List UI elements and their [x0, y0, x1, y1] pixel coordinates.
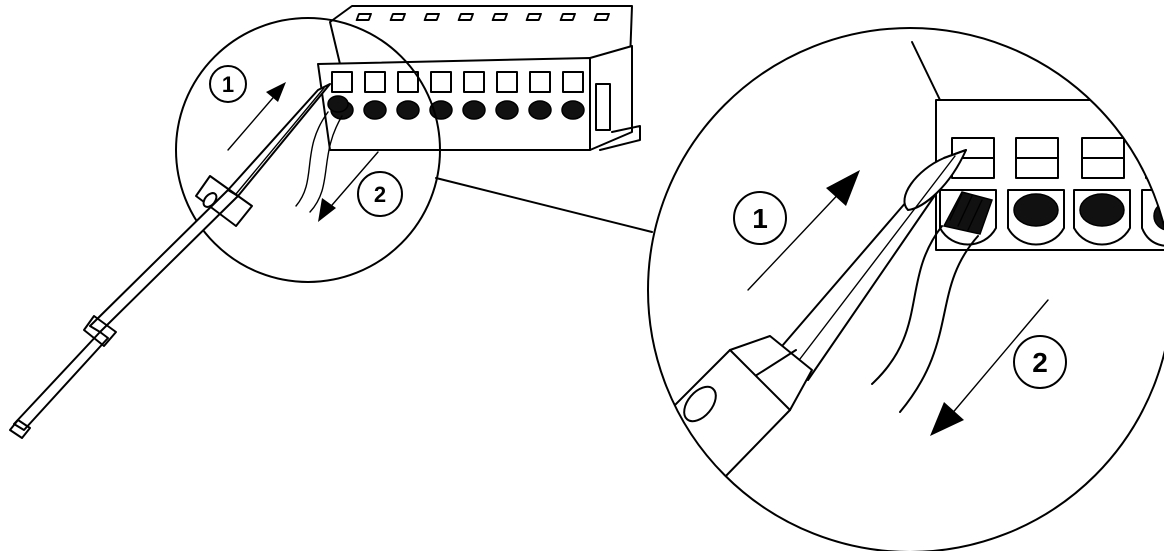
detail-arrow-insert	[747, 170, 860, 291]
detail-block-edge	[911, 41, 941, 101]
detail-wire	[871, 191, 993, 413]
pull-arrow-head	[930, 402, 964, 436]
overview-wire	[295, 95, 349, 213]
detail-step-2: 2	[1013, 335, 1067, 389]
overview-screwdriver	[9, 83, 331, 439]
detail-arrow-pull	[930, 299, 1049, 436]
zoom-connector-line	[435, 177, 653, 233]
insert-arrow-head	[826, 170, 860, 206]
detail-view	[659, 41, 1164, 481]
detail-step-1-circle	[733, 191, 787, 245]
step-2-circle	[357, 171, 403, 217]
overview-step-2-label: 2	[374, 182, 386, 207]
terminal-block	[317, 5, 641, 151]
detail-step-2-circle	[1013, 335, 1067, 389]
terminal-block-top	[329, 5, 633, 65]
detail-step-1-label: 1	[752, 203, 768, 234]
detail-screwdriver	[659, 149, 967, 481]
overview-step-1-label: 1	[222, 72, 234, 97]
detail-wire-core	[942, 191, 993, 235]
detail-screwdriver-tip	[903, 149, 967, 211]
overview-step-1: 1	[209, 65, 247, 103]
detail-step-1: 1	[733, 191, 787, 245]
terminal-wire-openings	[330, 100, 585, 120]
overview-step-2: 2	[357, 171, 403, 217]
terminal-release-slots	[331, 71, 584, 93]
overview-arrow-insert	[227, 82, 286, 151]
overview-zoom-circle	[175, 17, 441, 283]
detail-step-2-label: 2	[1032, 347, 1048, 378]
overview-arrow-pull	[318, 151, 379, 222]
detail-screwdriver-hole	[683, 385, 717, 423]
step-1-circle	[209, 65, 247, 103]
detail-zoom-circle	[647, 27, 1164, 551]
terminal-latch	[595, 83, 611, 131]
terminal-top-slots	[355, 13, 610, 21]
terminal-foot	[599, 125, 641, 151]
